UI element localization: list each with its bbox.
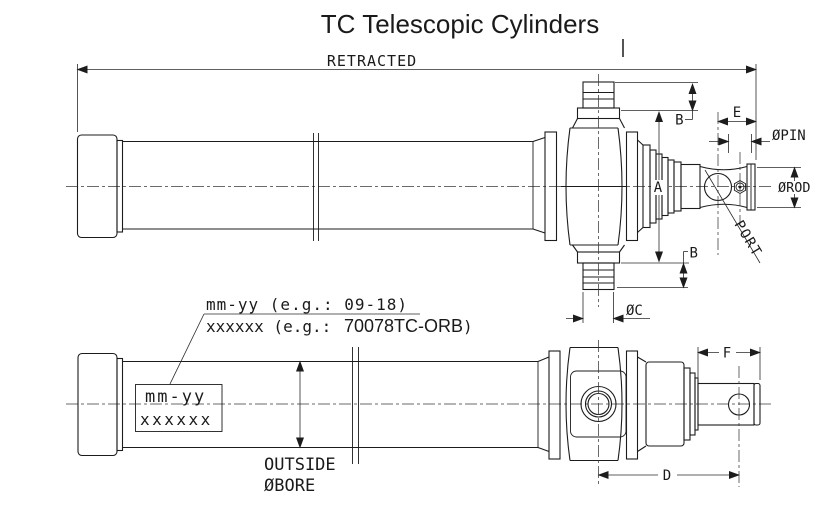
side-view: RETRACTED B A B (66, 52, 811, 323)
dim-e: E (717, 105, 757, 255)
dim-a: A (621, 111, 689, 264)
valve-body (544, 127, 639, 246)
callout-line2-suffix: ) (463, 317, 473, 336)
dim-retracted-label: RETRACTED (327, 52, 417, 70)
rod-end (699, 152, 756, 224)
rotated-view: F D OUTSIDE ØBORE mm-yy xxxxxx mm-yy (e.… (66, 295, 774, 496)
dim-e-label: E (733, 105, 741, 121)
dim-f: F (697, 346, 761, 380)
dim-pin-label: ØPIN (772, 128, 806, 144)
cap-retainer-plate-2 (116, 357, 124, 452)
dim-b-top-label: B (675, 113, 683, 129)
dim-b-bottom-label: B (690, 246, 698, 262)
head-steps-2 (637, 356, 699, 452)
main-barrel (122, 136, 546, 234)
main-barrel-2 (122, 356, 550, 453)
dim-c-label: ØC (626, 303, 643, 319)
outside-bore-label-line1: OUTSIDE (264, 455, 336, 475)
callout-line2-prefix: xxxxxx (e.g.: (206, 317, 331, 336)
break-lines-side-view (313, 133, 319, 241)
dim-rod: ØROD (757, 166, 811, 209)
dim-b-bottom: B (617, 246, 698, 289)
dim-a-label: A (654, 180, 663, 196)
dim-c: ØC (566, 292, 650, 323)
dim-b-top: B (615, 82, 698, 129)
dim-rod-label: ØROD (778, 180, 811, 196)
dim-d: D (597, 468, 740, 484)
nameplate-callout: mm-yy (e.g.: 09-18) xxxxxx (e.g.: 70078T… (169, 295, 473, 385)
nameplate: mm-yy xxxxxx (135, 384, 223, 432)
valve-body-2 (548, 346, 639, 462)
rod-clevis-2 (697, 366, 761, 487)
port-label: PORT (731, 218, 765, 260)
nameplate-line1: mm-yy (145, 387, 206, 407)
dim-pin: ØPIN (709, 128, 806, 153)
page-title: TC Telescopic Cylinders (321, 9, 599, 39)
dim-f-label: F (723, 346, 731, 362)
cap-retainer-plate (116, 139, 124, 233)
nameplate-line2: xxxxxx (140, 410, 213, 429)
break-lines-rotated-view (352, 347, 359, 464)
dim-retracted: RETRACTED (76, 52, 757, 160)
outside-bore-label-line2: ØBORE (264, 476, 315, 496)
callout-line1: mm-yy (e.g.: 09-18) (206, 295, 408, 314)
end-cap-2 (77, 352, 118, 457)
dim-outside-bore: OUTSIDE ØBORE (264, 360, 336, 496)
callout-line2-example: 70078TC-ORB (344, 316, 463, 336)
dim-d-label: D (663, 468, 671, 484)
